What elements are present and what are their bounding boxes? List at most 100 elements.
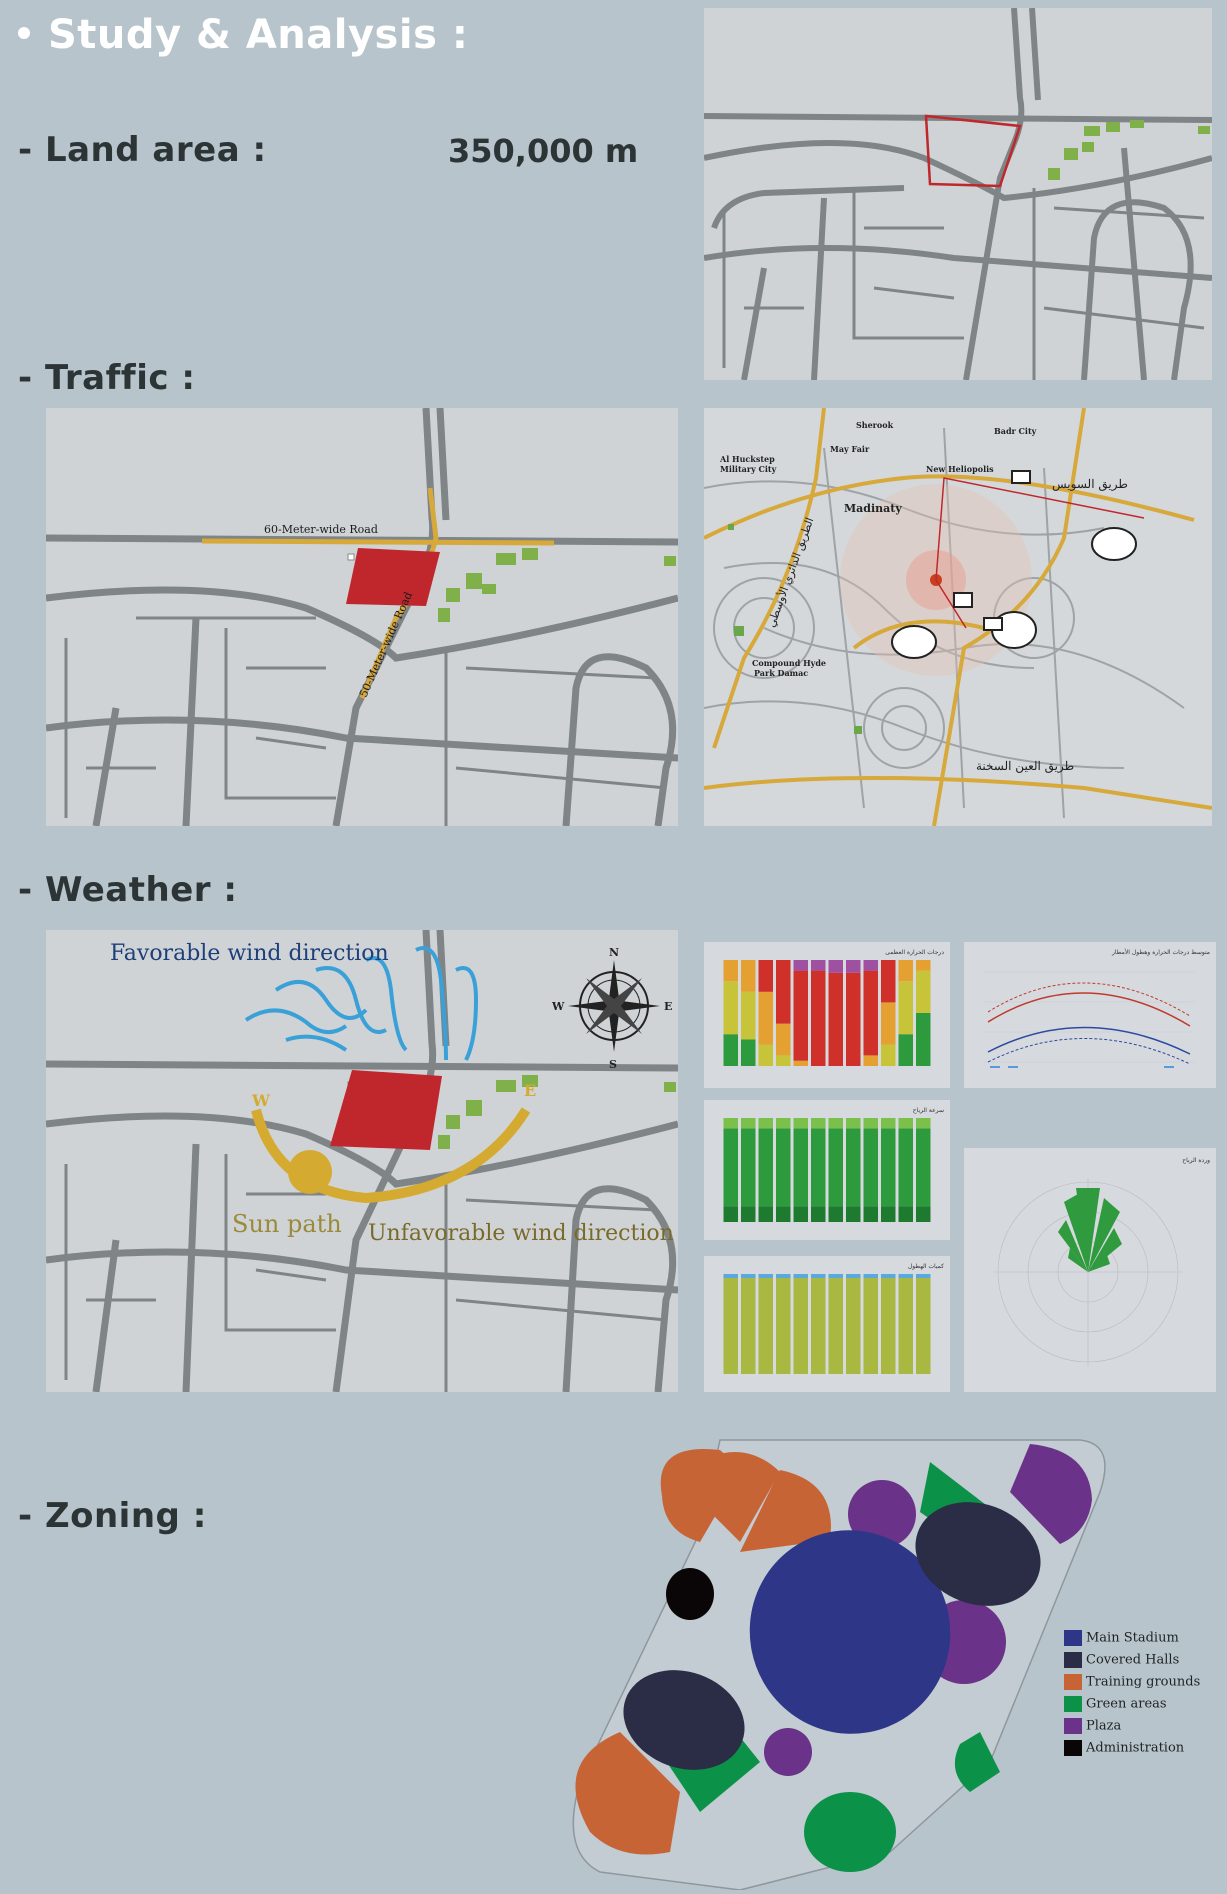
chart-bar-segment — [793, 1274, 808, 1278]
zone-training-2 — [575, 1732, 680, 1855]
chart-bar-segment — [741, 1278, 756, 1374]
legend-item: Main Stadium — [1064, 1630, 1179, 1646]
legend-item: Plaza — [1064, 1718, 1121, 1734]
chart-bar-segment — [723, 1274, 738, 1278]
weather-site-map: Favorable wind direction W E Sun path Un… — [46, 930, 678, 1392]
legend-label: Training grounds — [1086, 1674, 1201, 1690]
chart-bar-segment — [898, 981, 913, 1035]
chart-bar-segment — [828, 972, 843, 1066]
sun-path-arc — [251, 1107, 531, 1204]
chart-bar-segment — [811, 970, 826, 1066]
chart-bar-segment — [723, 1034, 738, 1066]
chart-bar-segment — [898, 1206, 913, 1222]
chart-bar-segment — [758, 1206, 773, 1222]
place-mayfair: May Fair — [830, 444, 870, 454]
chart-bar-segment — [741, 1039, 756, 1066]
chart-bar-segment — [811, 1278, 826, 1374]
bullet-icon — [18, 27, 30, 39]
place-compound: Compound Hyde — [752, 658, 826, 668]
chart-bar-segment — [881, 1206, 896, 1222]
legend-swatch — [1064, 1630, 1082, 1646]
rainfall-chart: كميات الهطول — [704, 1256, 950, 1392]
chart-bar-segment — [846, 1128, 861, 1207]
favorable-wind-label: Favorable wind direction — [110, 941, 389, 966]
legend-item: Green areas — [1064, 1696, 1167, 1712]
chart-bar-segment — [741, 1274, 756, 1278]
site-location-map — [704, 8, 1212, 380]
chart-bar-segment — [793, 1128, 808, 1207]
chart-bar-segment — [811, 1118, 826, 1129]
place-badr: Badr City — [994, 426, 1037, 436]
chart-bar-segment — [828, 1274, 843, 1278]
suez-road-label: طريق السويس — [1052, 477, 1128, 491]
chart-bar-segment — [916, 970, 931, 1013]
chart-bar-segment — [881, 960, 896, 1003]
chart-bar-segment — [741, 1128, 756, 1207]
chart-bar-segment — [881, 1274, 896, 1278]
chart-bar-segment — [881, 1278, 896, 1374]
place-huckstep: Al Huckstep — [719, 454, 775, 464]
legend-item: Administration — [1064, 1740, 1184, 1756]
wind-speed-chart-title: سرعة الرياح — [913, 1107, 944, 1114]
chart-bar-segment — [881, 1044, 896, 1066]
chart-bar-segment — [723, 1128, 738, 1207]
zoning-label: - Zoning : — [18, 1496, 207, 1536]
sun-icon — [288, 1150, 332, 1194]
zone-covered-hall-1 — [915, 1502, 1041, 1606]
favorable-wind-arrows — [244, 946, 479, 1061]
chart-bar-segment — [776, 960, 791, 1024]
chart-bar-segment — [776, 1128, 791, 1207]
chart-bar-segment — [863, 1206, 878, 1222]
chart-bar-segment — [776, 1023, 791, 1056]
chart-bar-segment — [811, 1274, 826, 1278]
chart-bar-segment — [828, 1118, 843, 1129]
chart-bar-segment — [881, 1002, 896, 1045]
chart-bar-segment — [863, 1118, 878, 1129]
zone-plaza-1 — [848, 1480, 916, 1548]
rainfall-chart-title: كميات الهطول — [908, 1263, 944, 1270]
chart-bar-segment — [758, 1278, 773, 1374]
avg-temp-chart: متوسط درجات الحرارة وهطول الأمطار — [964, 942, 1216, 1088]
chart-bar-segment — [723, 960, 738, 982]
chart-bar-segment — [863, 1278, 878, 1374]
chart-bar-segment — [916, 1274, 931, 1278]
chart-bar-segment — [723, 981, 738, 1035]
compass-w: W — [551, 1000, 565, 1013]
legend-label: Plaza — [1086, 1718, 1122, 1734]
max-temp-chart-title: درجات الحرارة العظمى — [885, 949, 944, 956]
chart-bar-segment — [898, 1278, 913, 1374]
chart-bar-segment — [863, 960, 878, 971]
traffic-label: - Traffic : — [18, 358, 196, 398]
chart-bar-segment — [916, 1278, 931, 1374]
place-sherook: Sherook — [856, 420, 894, 430]
chart-bar-segment — [863, 1274, 878, 1278]
chart-bar-segment — [758, 991, 773, 1045]
legend-swatch — [1064, 1652, 1082, 1668]
chart-bar-segment — [898, 960, 913, 982]
chart-bar-segment — [898, 1118, 913, 1129]
legend-label: Green areas — [1086, 1696, 1167, 1712]
wind-rose-chart-title: وردة الرياح — [1182, 1157, 1210, 1164]
unfavorable-wind-label: Unfavorable wind direction — [368, 1221, 674, 1246]
chart-bar-segment — [846, 972, 861, 1066]
site-area — [346, 548, 440, 606]
legend-label: Covered Halls — [1086, 1652, 1180, 1668]
chart-bar-segment — [811, 1206, 826, 1222]
chart-bar-segment — [811, 960, 826, 971]
place-madinaty: Madinaty — [844, 502, 902, 515]
site-area — [330, 1070, 442, 1150]
zone-main-stadium — [749, 1530, 951, 1734]
sun-east-label: E — [524, 1081, 536, 1100]
place-military: Military City — [720, 464, 777, 474]
legend-label: Administration — [1086, 1740, 1185, 1756]
site-outline — [924, 114, 1022, 188]
chart-bar-segment — [793, 1278, 808, 1374]
chart-bar-segment — [916, 1118, 931, 1129]
chart-bar-segment — [758, 1128, 773, 1207]
chart-bar-segment — [916, 1013, 931, 1066]
legend-label: Main Stadium — [1086, 1630, 1179, 1646]
chart-bar-segment — [916, 1206, 931, 1222]
legend-swatch — [1064, 1718, 1082, 1734]
chart-bar-segment — [723, 1118, 738, 1129]
